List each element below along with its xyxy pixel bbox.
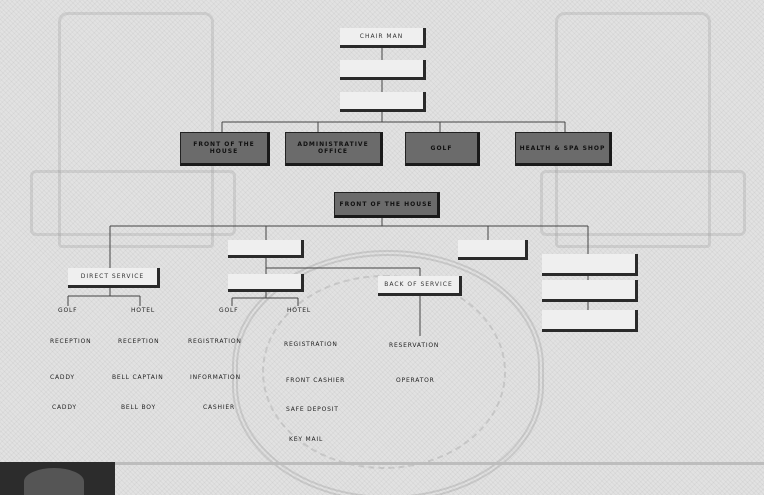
org-box-unlabeled-mid <box>228 274 304 292</box>
label-hotel-back: HOTEL <box>287 307 311 314</box>
dept-box-golf: GOLF <box>405 132 480 166</box>
dept-box-front-of-house: FRONT OF THE HOUSE <box>180 132 270 166</box>
org-box-back-of-service: BACK OF SERVICE <box>378 276 462 296</box>
org-box-right-1 <box>542 254 638 276</box>
label-safe-deposit: SAFE DEPOSIT <box>286 406 339 413</box>
org-box-chairman: CHAIR MAN <box>340 28 426 48</box>
label-reception-hotel: RECEPTION <box>118 338 159 345</box>
org-box-top-2 <box>340 60 426 80</box>
label-hotel-direct: HOTEL <box>131 307 155 314</box>
label-key-mail: KEY MAIL <box>289 436 323 443</box>
bottom-photo-edge <box>115 462 764 465</box>
label-golf-direct: GOLF <box>58 307 77 314</box>
org-box-right-2 <box>542 280 638 302</box>
dept-box-admin-office: ADMINISTRATIVE OFFICE <box>285 132 383 166</box>
org-box-right-3 <box>542 310 638 332</box>
focus-box-front-of-house: FRONT OF THE HOUSE <box>334 192 440 218</box>
label-golf-back: GOLF <box>219 307 238 314</box>
label-registration-hotel: REGISTRATION <box>284 341 338 348</box>
label-registration-golf: REGISTRATION <box>188 338 242 345</box>
org-box-unlabeled-left <box>228 240 304 258</box>
label-caddy: CADDY <box>52 404 77 411</box>
label-reservation: RESERVATION <box>389 342 439 349</box>
org-box-top-3 <box>340 92 426 112</box>
org-box-direct-service: DIRECT SERVICE <box>68 268 160 288</box>
label-operator: OPERATOR <box>396 377 435 384</box>
label-reception-golf: RECEPTION <box>50 338 91 345</box>
label-information: INFORMATION <box>190 374 241 381</box>
dept-box-health-spa: HEALTH & SPA SHOP <box>515 132 612 166</box>
bottom-photo-figure <box>24 468 84 495</box>
org-box-unlabeled-right <box>458 240 528 260</box>
label-front-cashier: FRONT CASHIER <box>286 377 345 384</box>
label-bell-boy: BELL BOY <box>121 404 156 411</box>
label-caddy-master: CADDY <box>50 374 75 381</box>
label-cashier: CASHIER <box>203 404 235 411</box>
label-bell-captain: BELL CAPTAIN <box>112 374 164 381</box>
